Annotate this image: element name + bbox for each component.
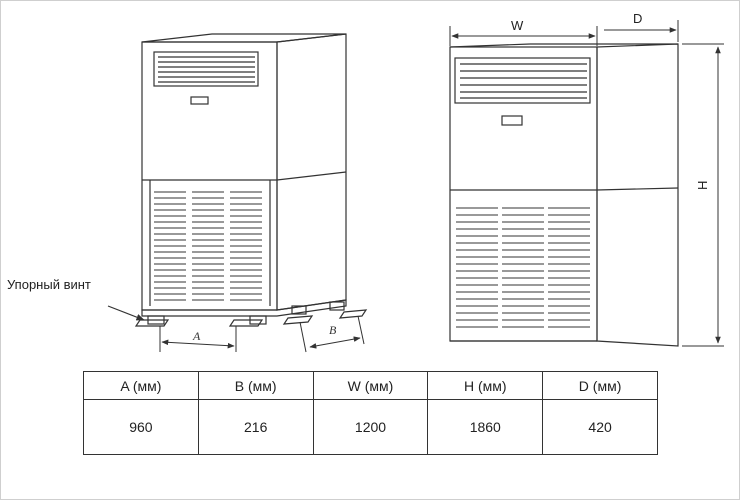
table-header-cell: A (мм) [83,371,199,400]
dimensions-table: A (мм) B (мм) W (мм) H (мм) D (мм) 960 2… [83,371,658,455]
perspective-unit [134,33,368,353]
dimension-w [449,26,598,46]
stop-screw-leader [107,305,145,321]
unit-top-face [141,33,347,43]
orthographic-unit [449,20,724,347]
table-cell: 1200 [312,399,429,455]
unit2-front-face [449,46,598,342]
upper-air-grille-2 [454,57,591,104]
table-cell: 420 [542,399,658,455]
dimension-d-label: D [633,11,642,26]
unit-side-face [276,33,347,311]
dimension-w-label: W [511,18,524,33]
dimension-b [299,315,365,353]
table-row: 960 216 1200 1860 420 [83,399,658,455]
upper-air-grille [153,51,259,87]
stop-screw-label: Упорный винт [7,277,91,292]
table-cell: 960 [83,399,199,455]
table-header-cell: H (мм) [427,371,544,400]
dimension-h [682,43,724,347]
table-cell: 1860 [427,399,544,455]
table-header-cell: D (мм) [542,371,658,400]
unit2-side-face [596,43,679,347]
lower-air-grille-2 [456,207,591,328]
table-header-row: A (мм) B (мм) W (мм) H (мм) D (мм) [83,371,658,400]
dimension-h-label: H [695,181,710,190]
dimension-d [604,20,679,42]
table-header-cell: B (мм) [197,371,314,400]
table-cell: 216 [197,399,314,455]
dimension-a-label: A [192,329,201,343]
dimension-b-label: B [329,323,337,337]
dimension-a [159,326,237,352]
lower-air-grille [154,191,263,301]
display-window [190,96,209,105]
display-window-2 [501,115,523,126]
table-header-cell: W (мм) [312,371,429,400]
